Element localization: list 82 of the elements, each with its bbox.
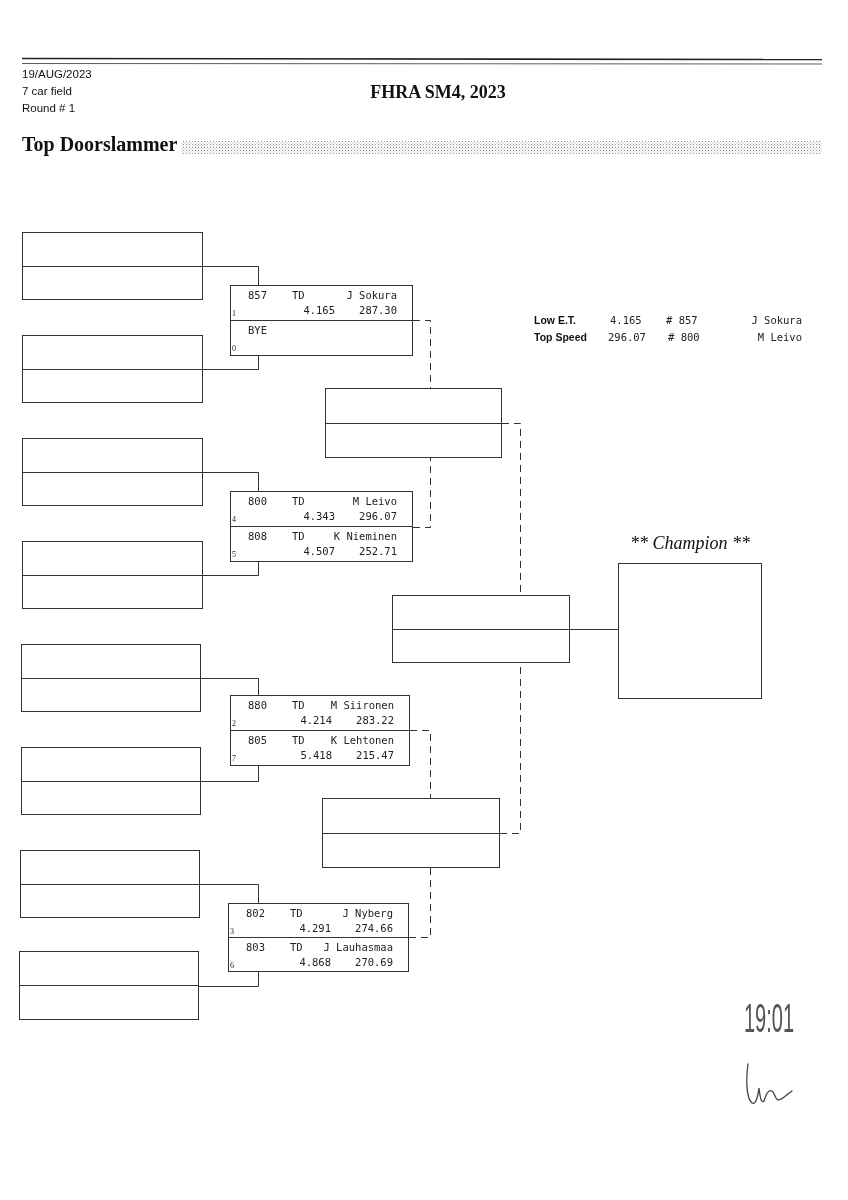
car-number: 802 [246,907,265,920]
round-number: Round # 1 [22,101,76,115]
empty-bracket-box [392,595,570,663]
seed-number: 4 [232,515,236,524]
car-number: 805 [248,734,267,747]
class-code: TD [292,530,305,543]
car-number: 808 [248,530,267,543]
bracket-line [199,884,259,904]
dashed-bracket-line [409,730,431,799]
elapsed-time: 4.214 [300,714,332,727]
driver-name: M Leivo [757,331,802,344]
car-number: # 800 [668,331,700,344]
bracket-line [569,629,619,630]
elapsed-time: 4.291 [299,922,331,935]
bracket-line [200,765,259,782]
elapsed-time: 4.165 [303,304,335,317]
driver-name: K Lehtonen [330,734,394,747]
champion-heading: ** Champion ** [630,532,750,554]
driver-name: M Leivo [352,495,397,508]
driver-name: J Sokura [346,289,397,302]
driver-name: M Siironen [330,699,394,712]
elapsed-time: 4.868 [299,956,331,969]
dashed-bracket-line [408,867,431,938]
class-code: TD [290,907,303,920]
top-speed: 274.66 [355,922,393,935]
empty-bracket-box [22,335,203,403]
stat-value: 296.07 [608,331,646,344]
empty-bracket-box [20,850,200,918]
car-number: # 857 [666,314,698,327]
seed-number: 0 [232,344,236,353]
empty-bracket-box [22,232,203,300]
class-code: TD [290,941,303,954]
event-date: 19/AUG/2023 [22,67,92,81]
top-speed: 252.71 [359,545,397,558]
stat-label: Top Speed [534,331,587,344]
empty-bracket-box [325,388,502,458]
seed-number: 7 [232,754,236,763]
seed-number: 2 [232,719,236,728]
car-number: 857 [248,289,267,302]
empty-bracket-box [21,644,201,712]
class-code: TD [292,495,305,508]
bracket-line [198,971,259,987]
seed-number: 5 [232,550,236,559]
elapsed-time: 4.507 [303,545,335,558]
driver-name: J Lauhasmaa [323,941,393,954]
car-number: 800 [248,495,267,508]
bracket-line [202,472,259,492]
driver-name: J Nyberg [342,907,393,920]
stat-label: Low E.T. [534,314,576,327]
bracket-line [202,355,259,370]
field-size: 7 car field [22,84,72,98]
bracket-line [202,266,259,286]
class-code: TD [292,734,305,747]
empty-bracket-box [22,438,203,506]
class-heading: Top Doorslammer [22,132,178,156]
dashed-bracket-line [412,457,431,528]
empty-bracket-box [19,951,199,1020]
top-speed: 283.22 [356,714,394,727]
top-speed: 215.47 [356,749,394,762]
page-title: FHRA SM4, 2023 [370,81,506,103]
car-number: 803 [246,941,265,954]
handwritten-time: 19:01 [744,996,795,1040]
elapsed-time: 4.343 [303,510,335,523]
driver-name: J Sokura [751,314,802,327]
bye-label: BYE [248,324,267,337]
bracket-line [202,561,259,576]
driver-name: K Nieminen [333,530,397,543]
empty-bracket-box [22,541,203,609]
class-code: TD [292,699,305,712]
elapsed-time: 5.418 [300,749,332,762]
seed-number: 3 [230,927,234,936]
seed-number: 6 [230,961,234,970]
top-speed: 270.69 [355,956,393,969]
empty-bracket-box [21,747,201,815]
class-code: TD [292,289,305,302]
top-speed: 287.30 [359,304,397,317]
car-number: 880 [248,699,267,712]
stat-value: 4.165 [610,314,642,327]
empty-bracket-box [322,798,500,868]
bracket-line [200,678,259,696]
top-speed: 296.07 [359,510,397,523]
seed-number: 1 [232,309,236,318]
